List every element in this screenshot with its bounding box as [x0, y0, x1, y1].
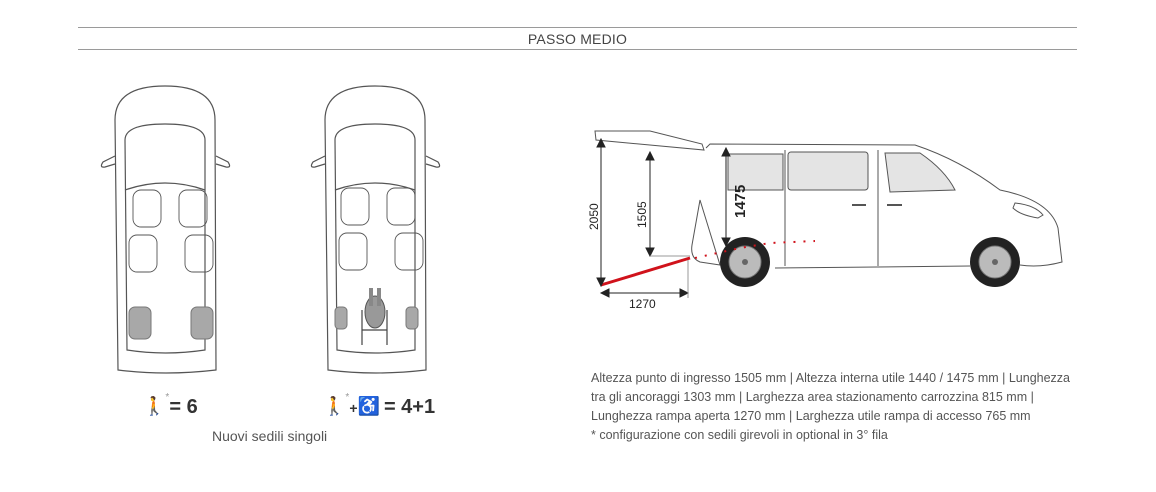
page-title: PASSO MEDIO [527, 31, 628, 47]
dim-ramp-length: 1270 [629, 297, 656, 311]
front-wheel [970, 237, 1020, 287]
specifications-text: Altezza punto di ingresso 1505 mm | Alte… [591, 369, 1071, 445]
asterisk: * [165, 392, 170, 403]
config-formula: = 6 [169, 396, 198, 418]
person-icon: 🚶 [143, 396, 166, 416]
dim-entry-height: 1505 [635, 201, 649, 228]
ramp [600, 256, 691, 287]
asterisk: * [345, 392, 350, 403]
car-top-view-wheelchair [310, 85, 441, 374]
dim-total-height: 2050 [587, 203, 601, 230]
ramp-dotted-line [694, 240, 816, 259]
wheelchair-icon: ♿ [357, 396, 380, 416]
config-formula: = 4+1 [383, 396, 436, 418]
car-top-view-6-seats [100, 85, 231, 374]
dim-internal-height: 1475 [732, 185, 749, 218]
header-rule-bottom [78, 49, 1077, 50]
seating-config-6: 🚶 * = 6 [143, 392, 198, 419]
header-rule-top [78, 27, 1077, 28]
footnote: * configurazione con sedili girevoli in … [591, 428, 888, 442]
seats-caption: Nuovi sedili singoli [212, 428, 328, 444]
plus-sign: + [349, 400, 358, 416]
van-side-view-diagram: 2050 1505 1475 1270 [587, 130, 1063, 311]
seating-config-4-1: 🚶 * + ♿ = 4+1 [323, 392, 436, 419]
person-icon: 🚶 [323, 396, 346, 416]
specs-paragraph: Altezza punto di ingresso 1505 mm | Alte… [591, 371, 1070, 423]
rear-wheel [720, 237, 770, 287]
